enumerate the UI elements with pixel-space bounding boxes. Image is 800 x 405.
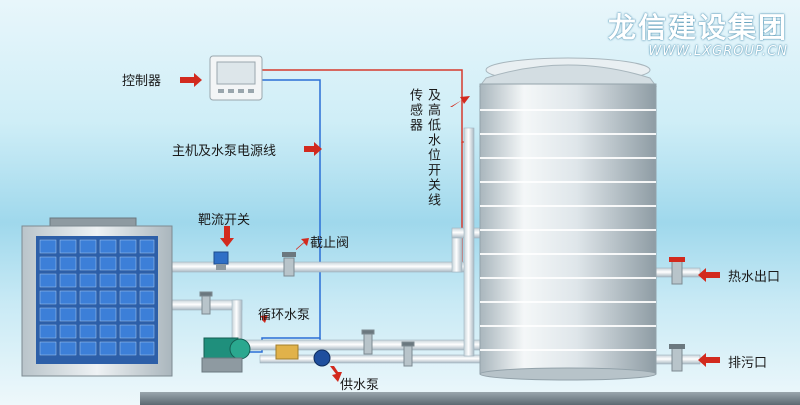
stop-valve-device [282,252,296,277]
tank-feed-pipe [463,127,475,357]
flow-switch-device [213,251,229,270]
brand-logo: 龙信建设集团 WWW.LXGROUP.CN [608,6,788,59]
arrow-drain [698,353,720,367]
lower-valves [199,291,415,367]
tank-cone [479,64,657,87]
label-drain-outlet: 排污口 [728,356,768,371]
ground-floor [140,392,800,405]
label-hot-water-outlet: 热水出口 [728,270,781,285]
label-circulation-pump: 循环水泵 [258,308,311,323]
drain-valve [669,344,685,372]
lower-pipe-drop [231,299,243,341]
arrow-flow-switch [220,226,234,247]
label-flow-switch: 靶流开关 [198,213,251,228]
tank-bottom [479,367,657,381]
label-arrows [180,73,720,382]
label-supply-pump: 供水泵 [340,378,380,393]
arrow-supply-pump [330,366,342,382]
control-wire [228,79,321,353]
label-controller: 控制器 [122,74,162,89]
arrow-controller [180,73,202,87]
arrow-stop-valve [296,238,309,250]
arrow-hot-water [698,268,720,282]
hot-water-valve [669,257,685,285]
supply-pump-device [275,344,331,367]
arrow-power-line [304,142,322,156]
brand-url: WWW.LXGROUP.CN [648,44,788,59]
tank-bands [480,109,656,351]
arrow-sensor [450,96,470,107]
label-power-line: 主机及水泵电源线 [172,144,277,159]
controller-device [209,55,263,101]
label-sensor-a: 传感器 [407,88,422,133]
signal-wire-top [262,69,472,143]
label-stop-valve: 截止阀 [310,236,350,251]
heat-pump-panel [36,236,158,364]
arrow-circulation-pump [254,315,268,328]
circulation-pump-device [201,337,251,373]
brand-name: 龙信建设集团 [607,11,788,44]
label-sensor-b: 及高低水位开关线 [425,88,440,208]
